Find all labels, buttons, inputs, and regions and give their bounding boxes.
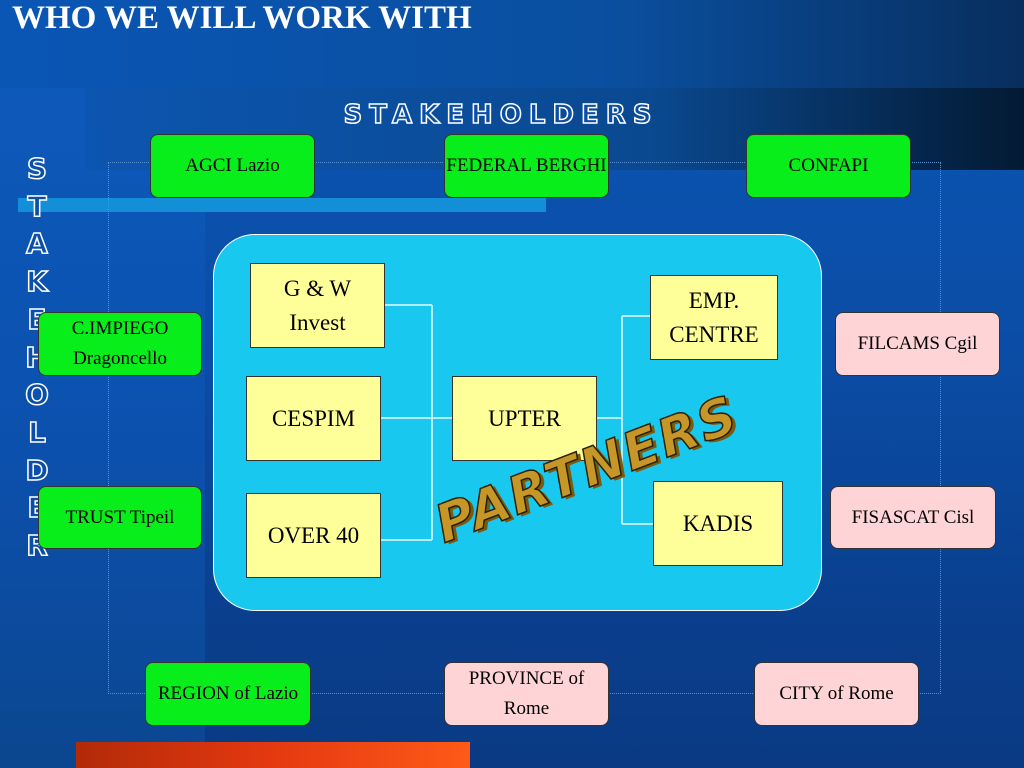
stakeholder-label: FILCAMS Cgil <box>857 333 978 354</box>
stakeholders-top-label: STAKEHOLDERS <box>343 99 659 131</box>
partner-label: CESPIM <box>271 405 356 431</box>
partner-kadis: KADIS <box>653 481 783 566</box>
stakeholder-label: PROVINCE of Rome <box>468 668 585 719</box>
stakeholder-label: CITY of Rome <box>779 683 894 704</box>
partner-upter: UPTER <box>452 376 597 461</box>
partner-gw-invest: G & W Invest <box>250 263 385 348</box>
stakeholder-federal-berghi: FEDERAL BERGHI <box>444 134 609 198</box>
partner-label: KADIS <box>682 510 754 536</box>
stakeholder-confapi: CONFAPI <box>746 134 911 198</box>
stakeholder-label: CONFAPI <box>788 155 869 176</box>
background-band-top <box>0 0 1024 88</box>
decor-stripe-red <box>76 742 470 768</box>
stakeholder-filcams: FILCAMS Cgil <box>835 312 1000 376</box>
stakeholder-label: C.IMPIEGO Dragoncello <box>71 318 169 369</box>
stakeholder-province: PROVINCE of Rome <box>444 662 609 726</box>
slide-title: WHO WE WILL WORK WITH <box>12 0 472 36</box>
partner-label: UPTER <box>488 405 561 431</box>
decor-stripe-cyan <box>18 198 546 212</box>
partner-emp-centre: EMP. CENTRE <box>650 275 778 360</box>
stakeholder-label: TRUST Tipeil <box>65 506 175 528</box>
stakeholder-trust: TRUST Tipeil <box>38 486 202 549</box>
partner-label: EMP. CENTRE <box>669 287 759 347</box>
partner-cespim: CESPIM <box>246 376 381 461</box>
stakeholder-c-impiego: C.IMPIEGO Dragoncello <box>38 312 202 376</box>
stakeholder-label: FISASCAT Cisl <box>851 506 975 528</box>
partner-label: OVER 40 <box>267 522 360 548</box>
partner-label: G & W Invest <box>283 275 352 335</box>
stakeholder-label: FEDERAL BERGHI <box>446 155 607 176</box>
stakeholder-agci-lazio: AGCI Lazio <box>150 134 315 198</box>
stakeholder-region: REGION of Lazio <box>145 662 311 726</box>
stakeholder-fisascat: FISASCAT Cisl <box>830 486 996 549</box>
stakeholder-label: REGION of Lazio <box>157 683 299 704</box>
stakeholder-label: AGCI Lazio <box>185 155 280 176</box>
partner-over-40: OVER 40 <box>246 493 381 578</box>
stakeholder-city: CITY of Rome <box>754 662 919 726</box>
